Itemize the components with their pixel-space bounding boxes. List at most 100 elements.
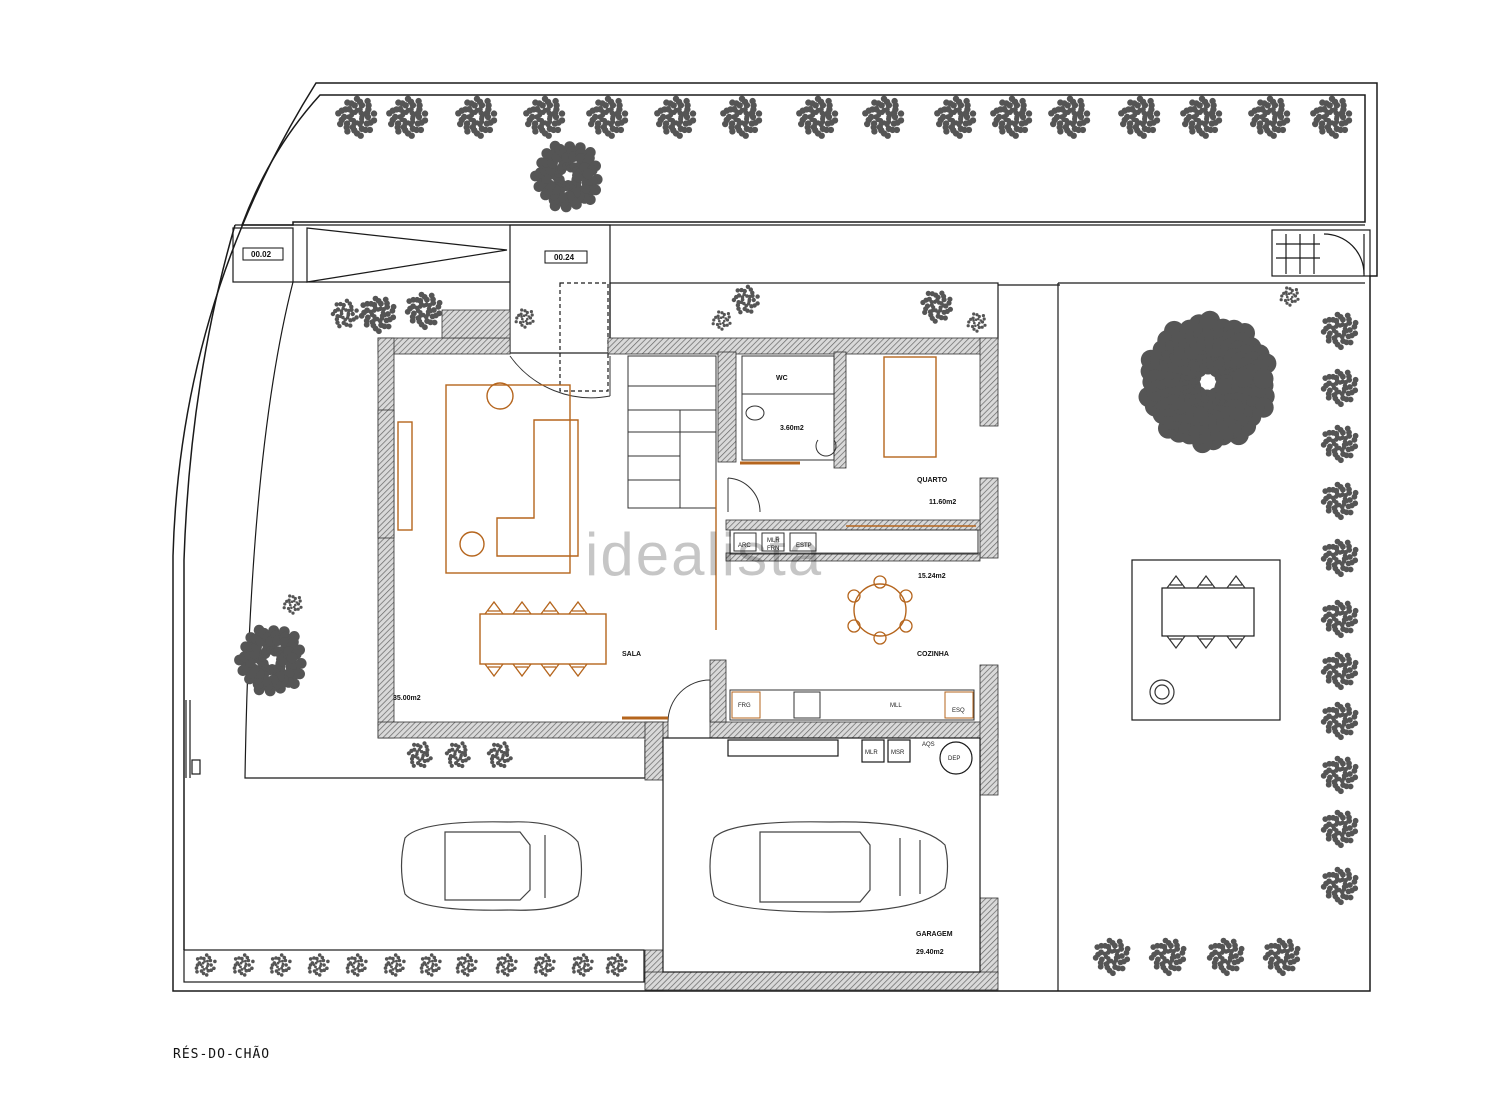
tree-icon bbox=[1320, 311, 1359, 351]
chair-icon bbox=[568, 600, 588, 615]
equip-mll: MLL bbox=[890, 703, 902, 709]
equip-mlr: MLR bbox=[865, 750, 878, 756]
tree-icon bbox=[495, 953, 518, 977]
tree-icon bbox=[1320, 866, 1359, 906]
tree-icon bbox=[194, 953, 217, 977]
room-wc-label: WC bbox=[776, 375, 788, 382]
garage bbox=[662, 737, 981, 973]
chair-icon bbox=[568, 663, 588, 678]
chair-icon bbox=[512, 600, 532, 615]
tree-icon bbox=[1320, 599, 1359, 639]
tree-icon bbox=[1138, 310, 1277, 454]
tree-icon bbox=[1320, 755, 1359, 795]
watermark: idealista bbox=[585, 521, 823, 588]
tree-icon bbox=[586, 95, 629, 139]
site-boundary bbox=[172, 82, 1378, 992]
tree-icon bbox=[444, 741, 471, 769]
tree-icon bbox=[1320, 809, 1359, 849]
tree-icon bbox=[269, 953, 292, 977]
tree-icon bbox=[530, 140, 603, 213]
tree-icon bbox=[571, 953, 594, 977]
tree-icon bbox=[1092, 937, 1131, 977]
car-right bbox=[709, 821, 949, 913]
car-left bbox=[400, 821, 583, 911]
equip-mlr-frn-top: MLR bbox=[767, 538, 780, 544]
room-garagem-area: 29.40m2 bbox=[916, 949, 944, 956]
tree-icon bbox=[523, 95, 566, 139]
tree-icon bbox=[455, 95, 498, 139]
outdoor-chairs bbox=[1166, 575, 1246, 649]
room-wc-area: 3.60m2 bbox=[780, 425, 804, 432]
interior-stairs bbox=[627, 355, 717, 509]
tree-icon bbox=[1310, 95, 1353, 139]
tree-icon bbox=[654, 95, 697, 139]
chair-icon bbox=[1226, 635, 1246, 649]
chair-icon bbox=[873, 631, 887, 645]
drawing-title: RÉS-DO-CHÃO bbox=[173, 1046, 270, 1062]
tree-icon bbox=[455, 953, 478, 977]
chair-icon bbox=[484, 600, 504, 615]
equip-arc: ARC bbox=[738, 543, 751, 549]
house-walls bbox=[377, 309, 999, 991]
tree-icon bbox=[1320, 368, 1359, 408]
tree-icon bbox=[862, 95, 905, 139]
chair-icon bbox=[512, 663, 532, 678]
trees bbox=[194, 95, 1359, 977]
equip-estp: ESTP bbox=[796, 543, 812, 549]
equip-esq: ESQ bbox=[952, 708, 965, 714]
tag-00-24-box bbox=[544, 250, 588, 264]
tree-icon bbox=[920, 290, 954, 324]
tree-icon bbox=[1320, 424, 1359, 464]
room-garagem-label: GARAGEM bbox=[916, 931, 953, 938]
tag-00-02-box bbox=[242, 247, 284, 261]
tree-icon bbox=[605, 953, 628, 977]
tree-icon bbox=[796, 95, 839, 139]
room-sala-label: SALA bbox=[622, 651, 641, 658]
tree-icon bbox=[307, 953, 330, 977]
tree-icon bbox=[1279, 286, 1300, 307]
tree-icon bbox=[533, 953, 556, 977]
tree-icon bbox=[386, 95, 429, 139]
kitchen-counter bbox=[729, 529, 979, 721]
room-sala-area: 35.00m2 bbox=[393, 695, 421, 702]
chair-icon bbox=[873, 575, 887, 589]
outdoor-table bbox=[1149, 679, 1175, 705]
chair-icon bbox=[899, 589, 913, 603]
equipment-labels: ARC MLR FRN ESTP FRG MLL ESQ MLR MSR AQS… bbox=[738, 538, 965, 762]
tree-icon bbox=[1048, 95, 1091, 139]
equip-msr: MSR bbox=[891, 750, 905, 756]
chair-icon bbox=[1196, 575, 1216, 589]
chair-icon bbox=[847, 619, 861, 633]
tree-icon bbox=[383, 953, 406, 977]
tree-icon bbox=[711, 310, 732, 331]
tag-00-24: 00.24 bbox=[554, 253, 575, 262]
tree-icon bbox=[514, 308, 535, 329]
chair-icon bbox=[484, 663, 504, 678]
tree-icon bbox=[1320, 538, 1359, 578]
room-quarto-label: QUARTO bbox=[917, 477, 948, 484]
chair-icon bbox=[1166, 635, 1186, 649]
tree-icon bbox=[720, 95, 763, 139]
chair-icon bbox=[540, 663, 560, 678]
doors bbox=[509, 355, 761, 723]
tree-icon bbox=[335, 95, 378, 139]
chair-icon bbox=[847, 589, 861, 603]
tree-icon bbox=[234, 624, 307, 697]
equip-frg: FRG bbox=[738, 703, 751, 709]
tree-icon bbox=[731, 284, 760, 315]
tree-icon bbox=[330, 298, 359, 329]
tree-icon bbox=[1320, 701, 1359, 741]
tree-icon bbox=[1148, 937, 1187, 977]
tree-icon bbox=[990, 95, 1033, 139]
tree-icon bbox=[1118, 95, 1161, 139]
area-tags: 00.02 00.24 bbox=[242, 247, 588, 264]
tree-icon bbox=[358, 295, 397, 335]
left-yard bbox=[183, 281, 646, 983]
furniture bbox=[397, 356, 976, 720]
tree-icon bbox=[232, 953, 255, 977]
room-cozinha-area: 15.24m2 bbox=[918, 573, 946, 580]
tree-icon bbox=[1180, 95, 1223, 139]
equip-mlr-frn-bottom: FRN bbox=[767, 546, 779, 552]
tree-icon bbox=[1248, 95, 1291, 139]
